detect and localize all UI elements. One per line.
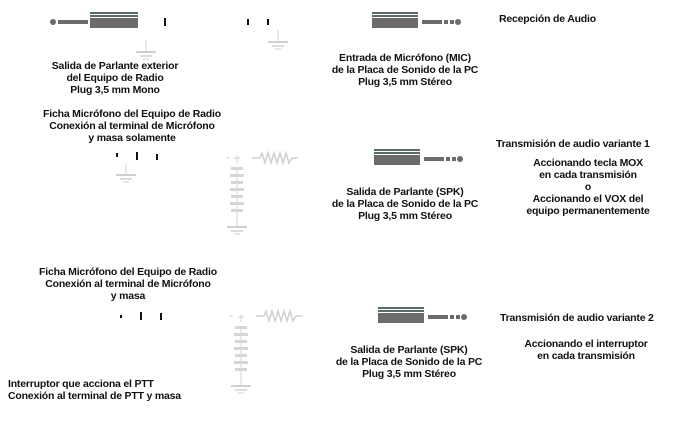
pin-marker-icon [164, 18, 166, 26]
instruction-line: Accionando el interruptor [524, 338, 648, 350]
pin-marker-icon [160, 313, 162, 320]
mic-connector-caption-v1: Ficha Micrófono del Equipo de Radio Cone… [22, 108, 242, 144]
pin-marker-icon [247, 19, 249, 25]
pin-marker-icon [120, 315, 122, 318]
caption-line: Conexión al terminal de Micrófono [45, 278, 211, 290]
caption-line: y masa [110, 290, 146, 302]
mic-connector-caption-v2: Ficha Micrófono del Equipo de Radio Cone… [18, 266, 238, 302]
caption-line: Ficha Micrófono del Equipo de Radio [39, 266, 217, 278]
horizontal-resistor-icon [255, 310, 303, 322]
horizontal-resistor-icon [251, 152, 299, 164]
radio-speaker-caption: Salida de Parlante exterior del Equipo d… [30, 60, 200, 96]
instruction-line: Accionando el VOX del [532, 193, 644, 205]
caption-line: de la Placa de Sonido de la PC [335, 356, 483, 368]
instruction-line: Accionando tecla MOX [533, 157, 643, 169]
pc-mic-caption: Entrada de Micrófono (MIC) de la Placa d… [312, 52, 498, 88]
caption-line: Interruptor que acciona el PTT [8, 378, 154, 390]
ground-icon [267, 29, 289, 50]
caption-line: Salida de Parlante (SPK) [346, 186, 464, 198]
pc-speaker-caption-v2: Salida de Parlante (SPK) de la Placa de … [316, 344, 502, 380]
caption-line: Plug 3,5 mm Stéreo [358, 210, 452, 222]
instruction-line: en cada transmisión [539, 169, 637, 181]
section-title: Recepción de Audio [499, 13, 596, 25]
section-title: Transmisión de audio variante 2 [500, 312, 654, 324]
pc-speaker-caption-v1: Salida de Parlante (SPK) de la Placa de … [312, 186, 498, 222]
pc-speaker-plug-icon [374, 149, 463, 165]
vertical-resistor-icon [226, 154, 248, 235]
vertical-resistor-icon [230, 313, 252, 394]
caption-line: Plug 3,5 mm Stéreo [358, 76, 452, 88]
pc-mic-plug-icon [372, 12, 461, 28]
ground-icon [135, 39, 157, 60]
pin-marker-icon [156, 154, 158, 160]
caption-line: Entrada de Micrófono (MIC) [339, 52, 471, 64]
ground-icon [115, 162, 137, 183]
caption-line: Conexión al terminal de PTT y masa [8, 390, 181, 402]
instruction-line: o [584, 181, 592, 193]
caption-line: Conexión al terminal de Micrófono [49, 120, 215, 132]
reception-title: Recepción de Audio [499, 13, 596, 25]
caption-line: del Equipo de Radio [66, 72, 164, 84]
caption-line: Salida de Parlante (SPK) [350, 344, 468, 356]
variant2-title: Transmisión de audio variante 2 [500, 312, 654, 324]
variant2-instructions: Accionando el interruptor en cada transm… [506, 338, 666, 362]
pc-speaker-plug-icon [378, 307, 467, 323]
variant1-instructions: Accionando tecla MOX en cada transmisión… [500, 157, 676, 217]
pin-marker-icon [116, 153, 118, 157]
section-title: Transmisión de audio variante 1 [496, 138, 650, 150]
caption-line: Plug 3,5 mm Stéreo [362, 368, 456, 380]
caption-line: Plug 3,5 mm Mono [70, 84, 160, 96]
caption-line: y masa solamente [88, 132, 176, 144]
pin-marker-icon [140, 312, 142, 320]
variant1-title: Transmisión de audio variante 1 [496, 138, 650, 150]
ptt-switch-caption: Interruptor que acciona el PTT Conexión … [8, 378, 181, 402]
caption-line: Ficha Micrófono del Equipo de Radio [43, 108, 221, 120]
pin-marker-icon [267, 19, 269, 25]
pin-marker-icon [136, 152, 138, 160]
radio-speaker-plug-icon [50, 12, 138, 28]
instruction-line: equipo permanentemente [526, 205, 650, 217]
caption-line: Salida de Parlante exterior [51, 60, 179, 72]
caption-line: de la Placa de Sonido de la PC [331, 64, 479, 76]
instruction-line: en cada transmisión [537, 350, 635, 362]
caption-line: de la Placa de Sonido de la PC [331, 198, 479, 210]
